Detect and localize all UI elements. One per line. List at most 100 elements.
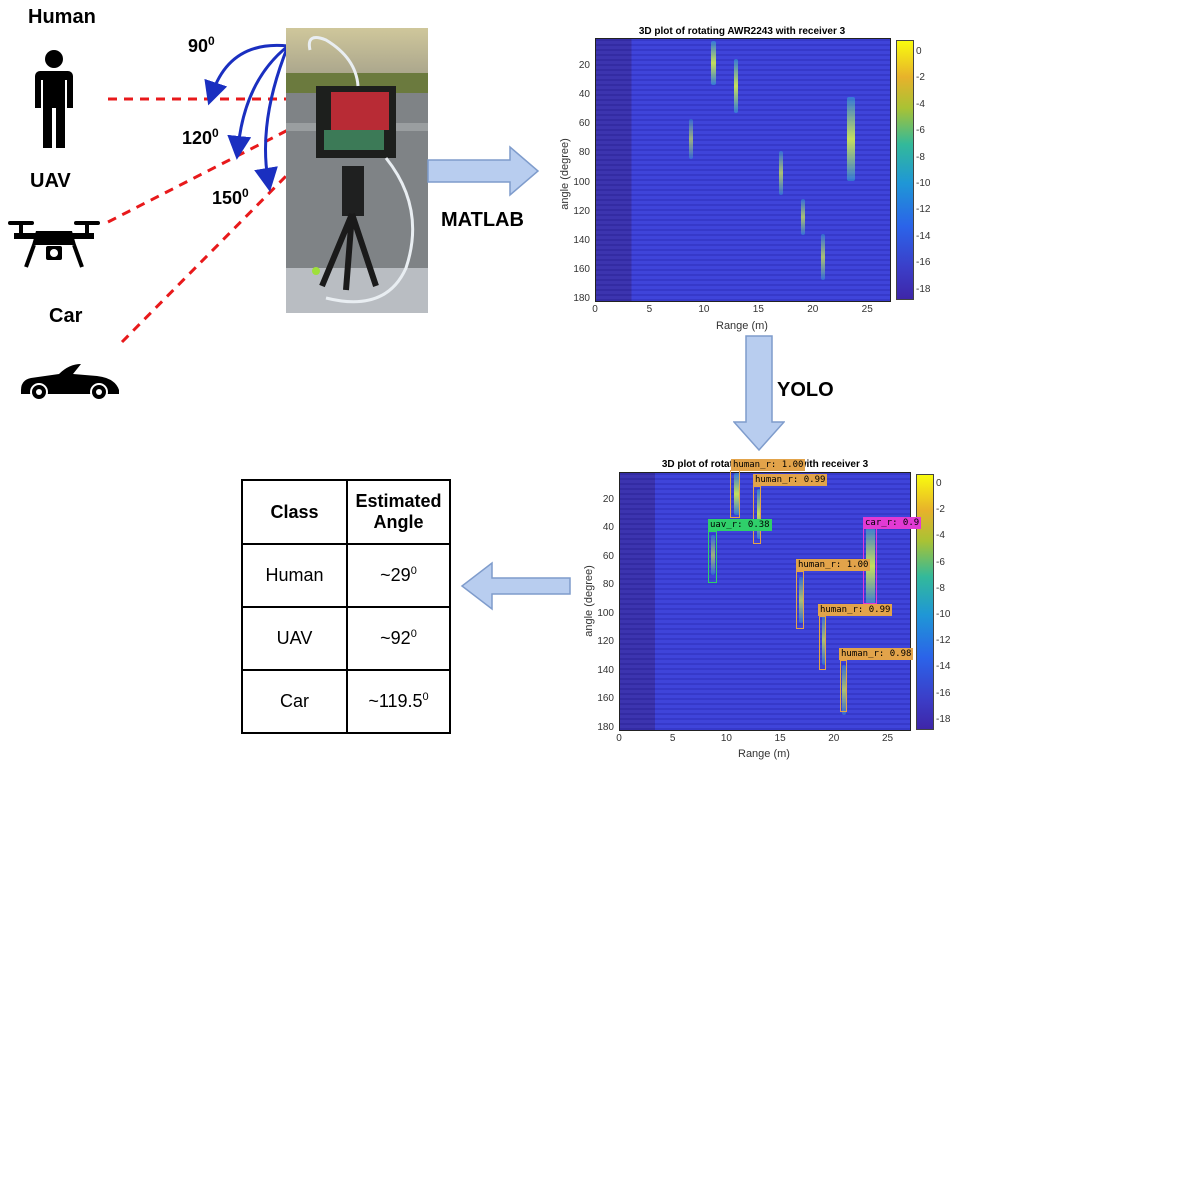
detection-label: car_r: 0.9 xyxy=(863,517,922,529)
plot2-colorbar xyxy=(916,474,934,730)
flow-arrow-left xyxy=(460,561,571,611)
plot2-ytick: 40 xyxy=(602,522,614,534)
plot1-ctick: -16 xyxy=(916,257,931,269)
plot2-ctick: -16 xyxy=(936,687,951,699)
plot1-xtick: 15 xyxy=(752,304,764,315)
plot1-ytick: 160 xyxy=(573,263,590,275)
plot1-ytick: 20 xyxy=(578,60,590,72)
plot2-ytick: 160 xyxy=(597,693,614,705)
plot2-ytick: 20 xyxy=(602,493,614,505)
plot1-xtick: 10 xyxy=(698,304,710,315)
detection-box xyxy=(708,531,717,583)
angle-label-150: 1500 xyxy=(212,186,249,208)
plot2-ylabel: angle (degree) xyxy=(583,565,595,637)
plot1-ctick: -4 xyxy=(916,98,925,110)
plot1-ctick: -8 xyxy=(916,151,925,163)
plot2-ctick: -18 xyxy=(936,713,951,725)
drone-icon xyxy=(8,221,100,268)
results-table: Class Estimated Angle Human ~290 UAV ~92… xyxy=(241,479,451,734)
detection-label: human_r: 0.98 xyxy=(839,648,914,660)
plot2-xtick: 10 xyxy=(720,733,732,744)
target-label-uav: UAV xyxy=(30,170,71,192)
table-cell-angle: ~119.50 xyxy=(346,669,451,734)
beam-lines xyxy=(107,43,294,344)
plot1-ctick: -6 xyxy=(916,125,925,137)
table-cell-angle: ~920 xyxy=(346,606,451,671)
plot2-xtick: 5 xyxy=(669,733,676,744)
plot2-xlabel: Range (m) xyxy=(738,748,790,760)
plot1-title: 3D plot of rotating AWR2243 with receive… xyxy=(638,26,846,37)
table-cell-class: UAV xyxy=(241,606,348,671)
table-row: Human ~290 xyxy=(241,543,451,608)
detection-label: human_r: 0.99 xyxy=(753,474,828,486)
plot1-ctick: -10 xyxy=(916,178,931,189)
detection-box xyxy=(840,660,847,712)
plot1-xtick: 25 xyxy=(861,304,873,315)
target-label-human: Human xyxy=(28,6,96,28)
plot1-xlabel: Range (m) xyxy=(716,320,768,332)
plot2-xtick: 25 xyxy=(881,733,894,744)
plot1-ctick: -14 xyxy=(916,230,931,242)
plot2-ctick: -2 xyxy=(936,504,945,516)
table-cell-angle: ~290 xyxy=(346,543,451,608)
radar-photo xyxy=(286,28,428,313)
plot2-ytick: 140 xyxy=(597,664,614,676)
plot1-ytick: 120 xyxy=(573,205,590,217)
table-header-class: Class xyxy=(241,479,348,545)
plot2-xtick: 0 xyxy=(616,733,622,744)
plot1-xtick: 5 xyxy=(646,304,653,315)
plot2-xtick: 15 xyxy=(774,733,786,744)
plot2-ctick: -4 xyxy=(936,530,945,542)
plot2-ctick: 0 xyxy=(936,478,942,489)
plot1-xtick: 20 xyxy=(807,304,819,315)
plot2-ytick: 100 xyxy=(597,607,614,619)
step-label-yolo: YOLO xyxy=(777,379,834,401)
plot1-ytick: 180 xyxy=(573,293,590,304)
flow-arrow-right xyxy=(427,145,540,197)
table-cell-class: Car xyxy=(241,669,348,734)
table-row: Car ~119.50 xyxy=(241,669,451,734)
plot2-heatmap xyxy=(619,472,911,731)
angle-label-120: 1200 xyxy=(182,126,219,148)
detection-label: uav_r: 0.38 xyxy=(708,519,772,531)
plot2-xtick: 20 xyxy=(828,733,840,744)
plot2-ctick: -14 xyxy=(936,661,951,673)
target-label-car: Car xyxy=(49,305,83,327)
plot2-ctick: -6 xyxy=(936,556,945,568)
plot1-xtick: 0 xyxy=(592,304,598,315)
detection-label: human_r: 0.99 xyxy=(818,604,893,616)
plot1-ytick: 60 xyxy=(578,118,590,130)
detection-label: human_r: 1.00 xyxy=(731,459,806,471)
detection-box xyxy=(753,486,761,544)
plot2-ytick: 120 xyxy=(597,636,614,648)
angle-label-90: 900 xyxy=(188,34,215,56)
plot1-heatmap xyxy=(595,38,891,302)
plot1-ctick: -2 xyxy=(916,72,925,84)
detection-box xyxy=(796,571,804,629)
plot2-ytick: 80 xyxy=(602,579,614,591)
table-row: UAV ~920 xyxy=(241,606,451,671)
detection-box xyxy=(730,470,740,518)
car-icon xyxy=(21,364,119,401)
plot1-ytick: 80 xyxy=(578,147,590,159)
person-icon xyxy=(35,50,73,148)
plot1-ctick: 0 xyxy=(916,46,922,57)
plot2-ctick: -8 xyxy=(936,582,945,594)
table-cell-class: Human xyxy=(241,543,348,608)
plot2-ytick: 180 xyxy=(597,722,614,733)
plot1-ytick: 40 xyxy=(578,89,590,101)
detection-box xyxy=(819,616,826,670)
plot2-ctick: -12 xyxy=(936,635,951,647)
plot1-colorbar xyxy=(896,40,914,300)
plot2-ytick: 60 xyxy=(602,550,614,562)
detection-label: human_r: 1.00 xyxy=(796,559,871,571)
plot1-ctick: -18 xyxy=(916,283,931,295)
plot1-ytick: 100 xyxy=(573,176,590,188)
plot1-ytick: 140 xyxy=(573,234,590,246)
plot2-ctick: -10 xyxy=(936,609,951,620)
plot1-ctick: -12 xyxy=(916,204,931,216)
step-label-matlab: MATLAB xyxy=(441,209,524,231)
flow-arrow-down xyxy=(733,335,785,452)
table-header-angle: Estimated Angle xyxy=(346,479,451,545)
